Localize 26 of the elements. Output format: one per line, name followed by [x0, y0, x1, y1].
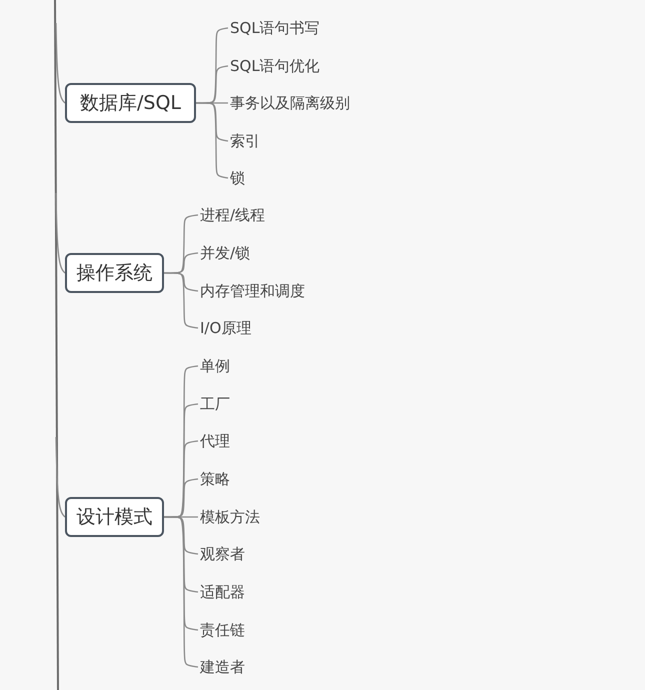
subtopic-label: 进程/线程 [200, 204, 300, 226]
subtopic-label: I/O原理 [200, 317, 300, 339]
subtopic-label: 策略 [200, 468, 260, 490]
subtopic-label: 工厂 [200, 393, 260, 415]
connector-line [55, 22, 66, 104]
subtopic-label: 代理 [200, 430, 260, 452]
subtopic-label: 内存管理和调度 [200, 280, 330, 302]
subtopic-label: 索引 [230, 130, 290, 152]
subtopic-label: 观察者 [200, 543, 280, 565]
subtopic-label: 锁 [230, 167, 290, 189]
subtopic-label: 事务以及隔离级别 [230, 92, 380, 114]
subtopic-label: SQL语句书写 [230, 17, 370, 39]
subtopic-label: 模板方法 [200, 506, 300, 528]
topic-box: 操作系统 [65, 253, 164, 293]
subtopic-label: 责任链 [200, 619, 280, 641]
connector-line [55, 192, 66, 274]
subtopic-label: 建造者 [200, 656, 280, 678]
subtopic-label: 单例 [200, 355, 260, 377]
topic-box: 数据库/SQL [65, 83, 196, 123]
connector-line [164, 516, 198, 668]
subtopic-label: 适配器 [200, 581, 280, 603]
subtopic-label: 并发/锁 [200, 242, 300, 264]
subtopic-label: SQL语句优化 [230, 55, 370, 77]
topic-box: 设计模式 [65, 497, 164, 537]
connector-line [164, 272, 198, 329]
connector-line [55, 436, 66, 518]
